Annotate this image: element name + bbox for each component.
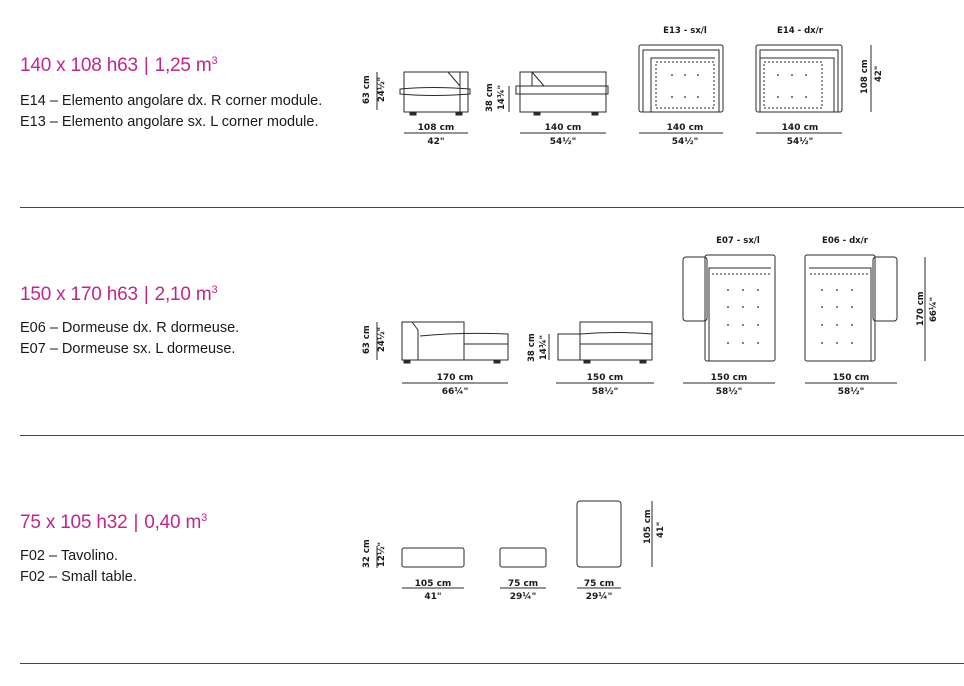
width-in-8: 58½" <box>838 386 865 397</box>
section-2-drawings: 63 cm 24½" 170 cm 66¼" 38 cm 14¾" 150 cm… <box>362 236 939 397</box>
depth-in-1: 42" <box>874 66 884 82</box>
seat-cm-1: 38 cm <box>485 83 495 112</box>
section-2-line-2: E07 – Dormeuse sx. L dormeuse. <box>20 340 236 357</box>
section-1-title-main: 140 x 108 h63 <box>20 55 138 76</box>
width-cm-8: 150 cm <box>833 373 870 383</box>
width-in-6: 58½" <box>592 386 619 397</box>
seat-in-2: 14¾" <box>539 335 549 360</box>
section-1-title-sup: 3 <box>211 55 218 67</box>
section-1-line-2: E13 – Elemento angolare sx. L corner mod… <box>20 113 319 130</box>
e13-plan-view <box>638 44 724 113</box>
plan-label-e06: E06 - dx/r <box>822 236 869 246</box>
section-3-title-sup: 3 <box>201 512 208 524</box>
section-1-drawings: 63 cm 24½" 108 cm 42" 38 cm 14¾" 140 cm <box>362 26 884 147</box>
section-2-title-sup: 3 <box>211 284 218 296</box>
section-1-title: 140 x 108 h63|1,25 m3 <box>20 55 218 76</box>
dormeuse-front-view <box>557 321 653 364</box>
seat-in-1: 14¾" <box>497 85 507 110</box>
e06-plan-view <box>804 254 898 362</box>
section-divider-1 <box>20 207 964 208</box>
width-in-5: 66¼" <box>442 386 469 397</box>
section-divider-2 <box>20 435 964 436</box>
section-1-line-1: E14 – Elemento angolare dx. R corner mod… <box>20 93 323 109</box>
section-3-line-2: F02 – Small table. <box>20 568 137 585</box>
depth-cm-1: 108 cm <box>860 59 870 94</box>
section-2-title: 150 x 170 h63|2,10 m3 <box>20 284 218 305</box>
width-cm-9: 105 cm <box>415 579 452 589</box>
section-3-drawings: 32 cm 12½" 105 cm 41" 75 cm 29¼" 75 cm 2… <box>362 500 666 602</box>
width-cm-4: 140 cm <box>782 123 819 133</box>
width-cm-1: 108 cm <box>418 123 455 133</box>
section-3-title-volume: 0,40 m <box>144 512 202 533</box>
height-cm-1: 63 cm <box>362 75 372 104</box>
seat-cm-2: 38 cm <box>527 333 537 362</box>
height-in-1: 24½" <box>376 77 387 102</box>
width-in-4: 54½" <box>787 136 814 147</box>
section-2-title-main: 150 x 170 h63 <box>20 284 138 305</box>
section-1-title-volume: 1,25 m <box>154 55 212 76</box>
height-cm-2: 63 cm <box>362 325 372 354</box>
section-3-description: F02 – Tavolino. F02 – Small table. <box>20 546 137 587</box>
depth-cm-2: 170 cm <box>916 291 926 326</box>
corner-module-side-view <box>399 71 471 116</box>
width-cm-2: 140 cm <box>545 123 582 133</box>
width-in-11: 29¼" <box>586 591 613 602</box>
plan-label-e07: E07 - sx/l <box>716 236 760 246</box>
width-cm-10: 75 cm <box>508 579 538 589</box>
width-in-3: 54½" <box>672 136 699 147</box>
width-in-9: 41" <box>424 592 441 602</box>
section-2-description: E06 – Dormeuse dx. R dormeuse. E07 – Dor… <box>20 318 239 359</box>
width-in-2: 54½" <box>550 136 577 147</box>
corner-module-front-view <box>515 71 609 116</box>
plan-label-e13: E13 - sx/l <box>663 26 707 36</box>
depth-in-2: 66¼" <box>928 297 939 322</box>
width-in-1: 42" <box>427 137 444 147</box>
table-side-view <box>401 547 465 568</box>
section-3-line-1: F02 – Tavolino. <box>20 548 119 564</box>
width-cm-3: 140 cm <box>667 123 704 133</box>
width-in-10: 29¼" <box>510 591 537 602</box>
height-cm-3: 32 cm <box>362 539 372 568</box>
section-3-title-main: 75 x 105 h32 <box>20 512 128 533</box>
table-plan-view <box>576 500 622 568</box>
section-1-description: E14 – Elemento angolare dx. R corner mod… <box>20 91 322 132</box>
width-in-7: 58½" <box>716 386 743 397</box>
height-in-2: 24½" <box>376 327 387 352</box>
plan-label-e14: E14 - dx/r <box>777 26 824 36</box>
table-front-view <box>499 547 547 568</box>
section-3-title: 75 x 105 h32|0,40 m3 <box>20 512 208 533</box>
e14-plan-view <box>755 44 843 113</box>
section-2-title-volume: 2,10 m <box>154 284 212 305</box>
width-cm-5: 170 cm <box>437 373 474 383</box>
width-cm-11: 75 cm <box>584 579 614 589</box>
depth-in-3: 41" <box>656 522 666 538</box>
depth-cm-3: 105 cm <box>643 509 653 544</box>
section-divider-3 <box>20 663 964 664</box>
width-cm-7: 150 cm <box>711 373 748 383</box>
dormeuse-side-view <box>401 321 509 364</box>
height-in-3: 12½" <box>376 542 387 567</box>
width-cm-6: 150 cm <box>587 373 624 383</box>
section-2-line-1: E06 – Dormeuse dx. R dormeuse. <box>20 320 240 336</box>
e07-plan-view <box>682 254 776 362</box>
